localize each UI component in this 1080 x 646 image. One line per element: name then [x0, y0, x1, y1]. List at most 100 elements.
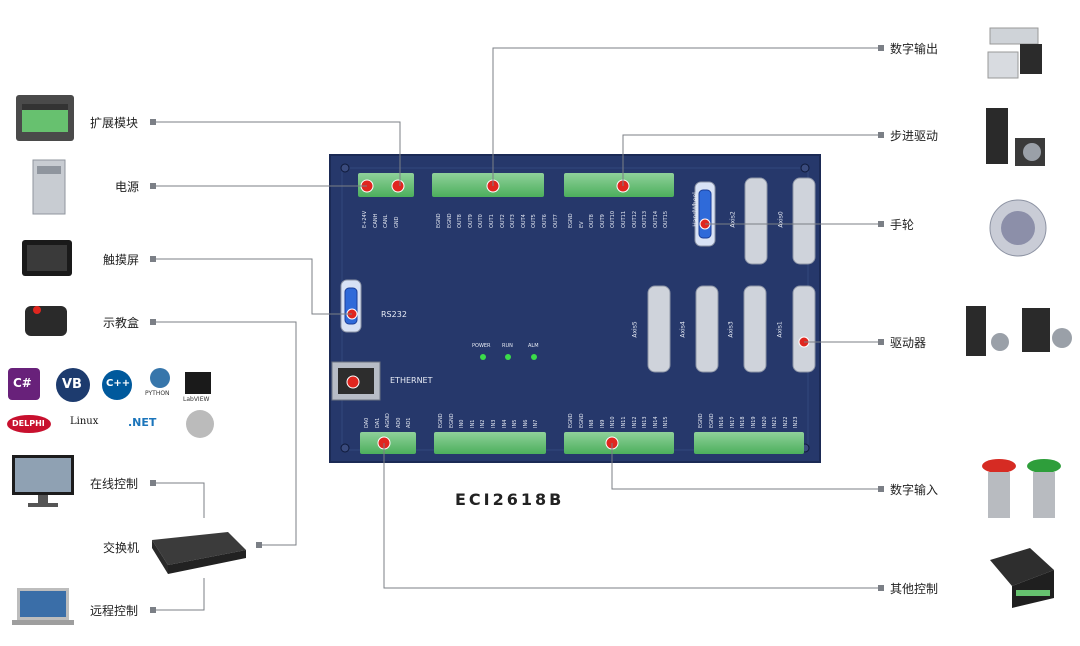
servo-driver-icon: [966, 306, 1072, 356]
top-terminal-pin-label: OUT5: [531, 214, 538, 228]
bottom-terminal-blocks: [360, 432, 804, 454]
handwheel-icon: [989, 199, 1047, 257]
bottom-terminal-pin-label: IN18: [740, 416, 747, 428]
top-terminal-pin-label: OUT1: [489, 214, 495, 228]
pneumatic-cylinder-icon: [987, 27, 1042, 79]
bottom-terminal-pin-label: IN16: [719, 416, 726, 428]
top-terminal-pin-label: OUT6: [542, 214, 548, 228]
top-terminal-pin-label: OUT10: [610, 210, 617, 228]
handwheel-port-label: HandWheel: [691, 192, 699, 227]
label-touchscreen: 触摸屏: [103, 253, 140, 267]
python-logo: PYTHON: [145, 390, 170, 397]
bottom-terminal-pin-label: IN1: [469, 419, 476, 428]
label-switch: 交换机: [103, 541, 140, 555]
touchscreen-icon: [22, 240, 72, 276]
vb-logo: VB: [62, 377, 82, 392]
top-terminal-pin-label: EGND: [568, 213, 574, 228]
label-online: 在线控制: [90, 477, 139, 491]
db-connectors: [340, 177, 816, 373]
top-terminal-pin-label: CANH: [372, 213, 379, 228]
line-end-markers: [150, 45, 884, 613]
linux-logo: Linux: [70, 416, 99, 427]
label-handwheel: 手轮: [890, 218, 915, 232]
top-terminal-pin-label: OUT11: [621, 210, 627, 228]
top-terminal-pin-label: OUT15: [663, 210, 670, 228]
push-button-icon: [982, 459, 1061, 518]
bottom-terminal-pin-label: IN23: [793, 416, 800, 428]
bottom-terminal-pin-label: IN11: [621, 416, 627, 428]
top-terminal-pin-label: OUT9: [599, 214, 606, 228]
bottom-terminal-pin-label: EGND: [448, 413, 455, 428]
top-terminal-pin-label: EGND: [446, 213, 453, 228]
monitor-icon: [12, 455, 74, 507]
label-pendant: 示教盒: [103, 316, 140, 330]
led-power-label: POWER: [472, 343, 491, 349]
laptop-icon: [12, 588, 74, 625]
ethernet-label: ETHERNET: [390, 376, 433, 385]
label-stepper: 步进驱动: [890, 129, 939, 143]
top-terminal-pin-label: OUT3: [510, 214, 517, 228]
top-terminal-pin-label: OUT9: [467, 214, 474, 228]
label-other: 其他控制: [890, 582, 939, 596]
plc-module-icon: [16, 95, 74, 141]
top-terminal-pin-label: CANL: [383, 214, 390, 228]
servo-motor-icon: [986, 108, 1045, 166]
label-digital-out: 数字输出: [890, 42, 939, 56]
label-expansion: 扩展模块: [90, 116, 139, 130]
bottom-terminal-pin-label: IN15: [663, 416, 670, 428]
csharp-logo: C#: [13, 376, 32, 390]
top-terminal-pin-label: OUT14: [652, 210, 659, 228]
bottom-terminal-pin-label: IN20: [761, 416, 768, 428]
bottom-terminal-pin-label: DA1: [374, 417, 381, 428]
bottom-terminal-pin-label: IN6: [522, 419, 529, 428]
rs232-label: RS232: [381, 310, 407, 319]
axis1-label: Axis1: [776, 321, 784, 338]
label-digital-in: 数字输入: [890, 483, 939, 497]
labview-logo: LabVIEW: [183, 396, 210, 403]
bottom-terminal-pin-label: EGND: [568, 413, 574, 428]
bottom-terminal-pin-label: IN19: [751, 416, 757, 428]
bottom-terminal-pin-label: EGND: [578, 413, 585, 428]
network-switch-icon: [152, 532, 246, 574]
led-run-label: RUN: [502, 343, 513, 349]
io-module-icon: [990, 548, 1054, 608]
label-driver: 驱动器: [890, 336, 927, 350]
top-terminal-pin-label: OUT8: [589, 214, 596, 228]
top-terminal-pin-label: OUT4: [520, 214, 527, 228]
label-remote: 远程控制: [90, 604, 139, 618]
bottom-terminal-pin-label: IN2: [480, 419, 487, 428]
language-logos: [7, 368, 214, 438]
teach-pendant-icon: [25, 306, 67, 336]
model-title: ECI2618B: [455, 490, 565, 509]
dotnet-logo: .NET: [128, 416, 157, 429]
top-terminal-pin-label: OUT8: [457, 214, 464, 228]
axis4-label: Axis4: [679, 321, 687, 338]
cpp-logo: C++: [106, 378, 131, 389]
axis0-label: Axis0: [777, 211, 785, 228]
axis3-label: Axis3: [727, 321, 735, 338]
bottom-terminal-pin-label: AD1: [406, 417, 413, 428]
label-power: 电源: [115, 180, 140, 194]
top-terminal-pin-label: OUT0: [478, 214, 485, 228]
bottom-terminal-pin-label: IN0: [459, 419, 466, 428]
bottom-terminal-pin-label: IN17: [729, 416, 736, 428]
top-terminal-pin-label: OUT7: [552, 214, 559, 228]
led-alm-label: ALM: [528, 343, 539, 349]
power-supply-icon: [32, 159, 66, 215]
bottom-terminal-pin-label: IN10: [610, 416, 617, 428]
bottom-terminal-pin-label: EGND: [708, 413, 715, 428]
bottom-terminal-pin-label: IN14: [652, 416, 659, 428]
bottom-terminal-pin-label: IN8: [589, 419, 596, 428]
top-terminal-pin-label: E+24V: [362, 210, 368, 228]
bottom-terminal-pin-label: IN5: [512, 419, 519, 428]
bottom-terminal-pin-label: EGND: [438, 413, 444, 428]
bottom-terminal-pin-label: IN9: [599, 419, 606, 428]
top-terminal-pin-label: OUT12: [631, 210, 638, 228]
delphi-logo: DELPHI: [12, 419, 45, 428]
bottom-terminal-pin-label: IN3: [491, 419, 497, 428]
top-terminal-pin-label: OUT2: [499, 214, 506, 228]
bottom-terminal-pin-label: AD0: [395, 417, 402, 428]
bottom-terminal-pin-label: EGND: [698, 413, 704, 428]
top-terminal-pin-label: EGND: [436, 213, 442, 228]
